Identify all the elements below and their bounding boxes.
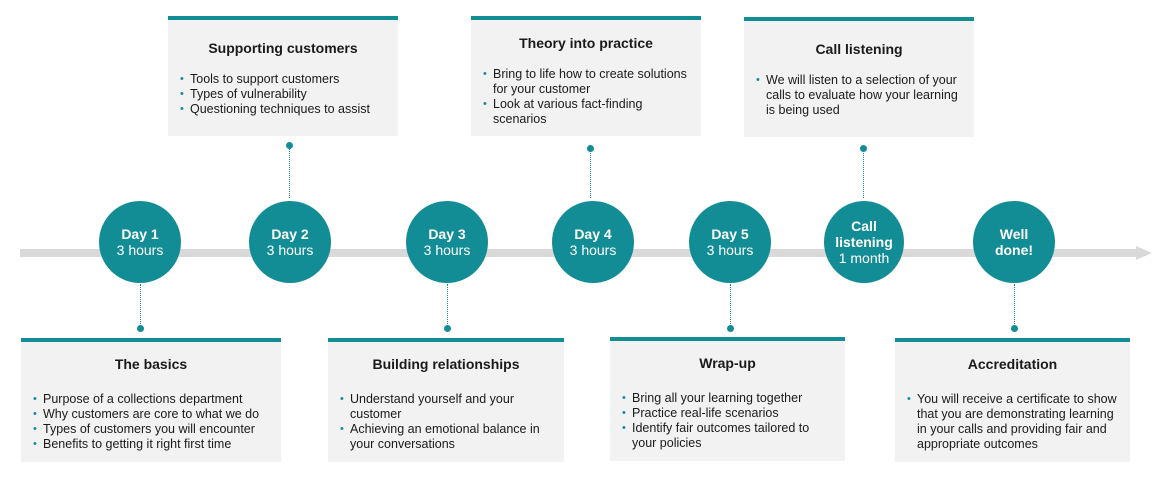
list-item: Types of customers you will encounter xyxy=(31,422,271,437)
connector-dot-call-listening xyxy=(860,145,867,152)
connector-dot-day-2 xyxy=(286,142,293,149)
node-title: Call listening xyxy=(835,218,893,250)
connector-dot-day-4 xyxy=(587,145,594,152)
list-item: Practice real-life scenarios xyxy=(620,406,835,421)
connector-day-4 xyxy=(590,149,591,198)
connector-day-3 xyxy=(447,284,448,328)
connector-well-done xyxy=(1014,284,1015,328)
node-subtitle: 3 hours xyxy=(569,242,617,258)
node-subtitle: 3 hours xyxy=(423,242,471,258)
connector-dot-day-5 xyxy=(727,325,734,332)
card-the-basics: The basics Purpose of a collections depa… xyxy=(21,338,281,462)
card-title: The basics xyxy=(114,356,188,372)
node-title: Well done! xyxy=(994,226,1034,258)
node-well-done: Well done! xyxy=(973,201,1055,283)
list-item: We will listen to a selection of your ca… xyxy=(754,73,964,118)
list-item: Understand yourself and your customer xyxy=(338,392,554,422)
connector-day-5 xyxy=(730,284,731,328)
list-item: Look at various fact-finding scenarios xyxy=(481,97,691,127)
card-title: Call listening xyxy=(815,41,903,57)
node-day-1: Day 1 3 hours xyxy=(99,201,181,283)
node-day-5: Day 5 3 hours xyxy=(689,201,771,283)
connector-day-2 xyxy=(289,146,290,198)
list-item: Bring all your learning together xyxy=(620,391,835,406)
list-item: Purpose of a collections department xyxy=(31,392,271,407)
connector-dot-day-3 xyxy=(444,325,451,332)
node-title: Day 5 xyxy=(711,226,749,242)
connector-dot-well-done xyxy=(1011,325,1018,332)
card-accreditation: Accreditation You will receive a certifi… xyxy=(895,338,1130,462)
node-call-listening: Call listening 1 month xyxy=(824,201,904,283)
node-title: Day 2 xyxy=(271,226,309,242)
node-title: Day 4 xyxy=(574,226,612,242)
node-day-4: Day 4 3 hours xyxy=(552,201,634,283)
node-subtitle: 1 month xyxy=(838,250,890,266)
list-item: Achieving an emotional balance in your c… xyxy=(338,422,554,452)
card-title: Supporting customers xyxy=(208,40,358,56)
node-subtitle: 3 hours xyxy=(706,242,754,258)
node-title: Day 1 xyxy=(121,226,159,242)
card-title: Accreditation xyxy=(967,356,1058,372)
card-theory-into-practice: Theory into practice Bring to life how t… xyxy=(471,16,701,136)
node-day-2: Day 2 3 hours xyxy=(249,201,331,283)
list-item: Benefits to getting it right first time xyxy=(31,437,271,452)
list-item: Types of vulnerability xyxy=(178,87,388,102)
node-day-3: Day 3 3 hours xyxy=(406,201,488,283)
connector-call-listening xyxy=(863,149,864,198)
card-call-listening: Call listening We will listen to a selec… xyxy=(744,17,974,137)
card-building-relationships: Building relationships Understand yourse… xyxy=(328,338,564,462)
connector-dot-day-1 xyxy=(137,325,144,332)
node-title: Day 3 xyxy=(428,226,466,242)
node-subtitle: 3 hours xyxy=(266,242,314,258)
card-title: Building relationships xyxy=(372,356,520,372)
connector-day-1 xyxy=(140,284,141,328)
card-title: Wrap-up xyxy=(699,355,756,371)
list-item: Why customers are core to what we do xyxy=(31,407,271,422)
list-item: Bring to life how to create solutions fo… xyxy=(481,67,691,97)
list-item: Tools to support customers xyxy=(178,72,388,87)
list-item: Questioning techniques to assist xyxy=(178,102,388,117)
timeline-arrow-head xyxy=(1136,246,1152,260)
list-item: Identify fair outcomes tailored to your … xyxy=(620,421,835,451)
list-item: You will receive a certificate to show t… xyxy=(905,392,1120,452)
card-supporting-customers: Supporting customers Tools to support cu… xyxy=(168,16,398,136)
card-wrap-up: Wrap-up Bring all your learning together… xyxy=(610,337,845,461)
card-title: Theory into practice xyxy=(519,35,653,51)
node-subtitle: 3 hours xyxy=(116,242,164,258)
